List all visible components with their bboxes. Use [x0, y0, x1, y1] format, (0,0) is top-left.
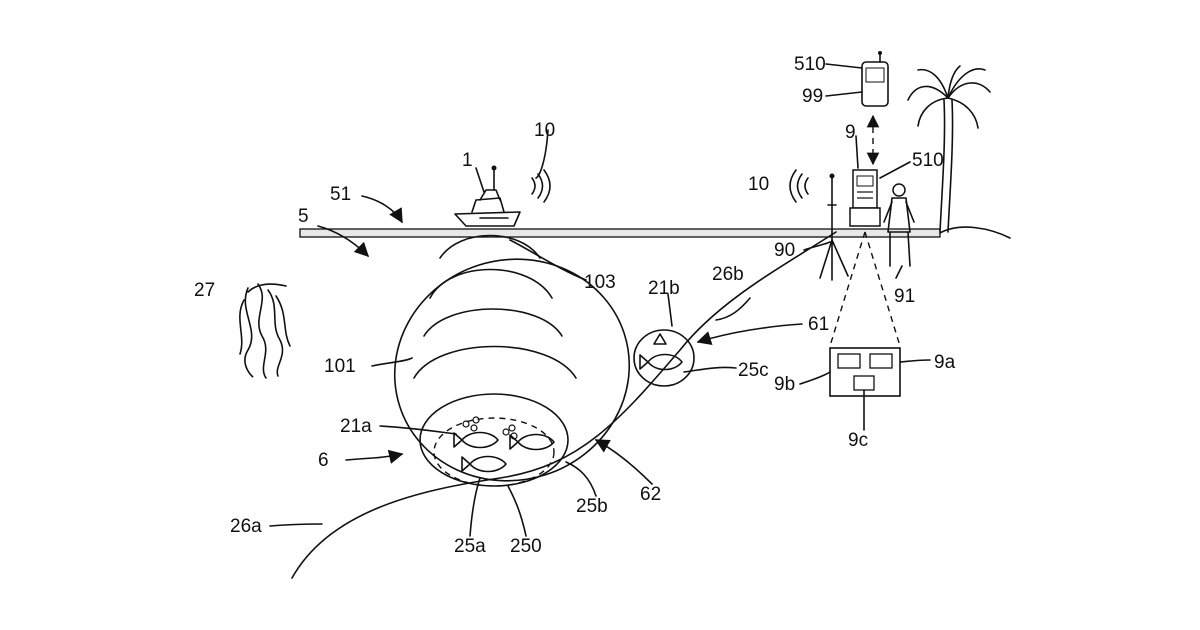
phone-icon — [862, 51, 888, 106]
fish-school-zone — [420, 394, 568, 486]
label-25a: 25a — [454, 536, 486, 557]
label-9: 9 — [845, 122, 856, 143]
sonar-beam — [414, 236, 576, 379]
label-510-mid: 510 — [912, 150, 944, 171]
seabed-line — [292, 232, 836, 578]
label-91: 91 — [894, 286, 915, 307]
label-1: 1 — [462, 150, 473, 171]
label-250: 250 — [510, 536, 542, 557]
label-5: 5 — [298, 206, 309, 227]
seaweed-icon — [240, 284, 290, 378]
reference-labels: 510 99 9 510 10 10 1 51 5 90 91 103 27 2… — [194, 54, 956, 557]
signal-wave-icon — [790, 170, 808, 202]
label-101: 101 — [324, 356, 356, 377]
antenna-icon — [820, 174, 848, 281]
label-90: 90 — [774, 240, 795, 261]
label-26b: 26b — [712, 264, 744, 285]
label-62: 62 — [640, 484, 661, 505]
fish-icon — [462, 457, 506, 472]
label-9b: 9b — [774, 374, 795, 395]
label-27: 27 — [194, 280, 215, 301]
label-6: 6 — [318, 450, 329, 471]
label-99: 99 — [802, 86, 823, 107]
fish-id-zone — [634, 330, 694, 386]
palm-tree-icon — [908, 66, 990, 232]
label-10-left: 10 — [748, 174, 769, 195]
signal-wave-icon — [532, 170, 550, 202]
label-61: 61 — [808, 314, 829, 335]
fish-icon — [454, 433, 498, 448]
label-21a: 21a — [340, 416, 372, 437]
label-9c: 9c — [848, 430, 868, 451]
boat-icon — [455, 166, 520, 227]
label-51: 51 — [330, 184, 351, 205]
person-icon — [884, 184, 914, 266]
label-10-right: 10 — [534, 120, 555, 141]
label-103: 103 — [584, 272, 616, 293]
leader-lines — [248, 64, 930, 536]
label-25c: 25c — [738, 360, 769, 381]
label-25b: 25b — [576, 496, 608, 517]
label-26a: 26a — [230, 516, 262, 537]
label-21b: 21b — [648, 278, 680, 299]
label-510-top: 510 — [794, 54, 826, 75]
terminal-icon — [850, 170, 880, 226]
label-9a: 9a — [934, 352, 956, 373]
